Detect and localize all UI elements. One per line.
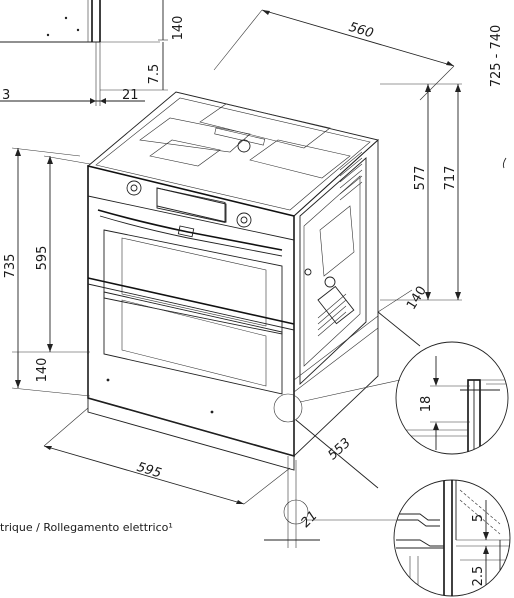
top-left-cabinet-detail <box>0 0 168 106</box>
dim-3-partial: 3 <box>2 88 10 103</box>
dim-735: 735 <box>3 254 18 279</box>
detail-circle-2 <box>393 479 511 597</box>
dim-5: 5 <box>471 514 486 522</box>
detail-marker-1 <box>273 393 303 423</box>
electrical-connection-note: trique / Rollegamento elettrico¹ <box>0 521 173 534</box>
dim-553: 553 <box>325 436 353 464</box>
dim-560-lines <box>213 9 455 101</box>
dim-725-740: 725 - 740 <box>489 25 504 88</box>
dim-2-5: 2.5 <box>471 566 486 587</box>
dim-140-top: 140 <box>171 16 186 41</box>
dim-577-717-lines <box>380 83 462 301</box>
detail-circle-1 <box>395 341 509 455</box>
dim-7-5: 7.5 <box>147 64 162 85</box>
dim-18: 18 <box>419 396 434 413</box>
dim-140-right: 140 <box>404 284 430 313</box>
dim-21-top: 21 <box>122 88 139 103</box>
detail-leader-1 <box>299 379 401 403</box>
dim-595-vertical: 595 <box>35 246 50 271</box>
detail-marker-2 <box>283 499 309 525</box>
dim-717: 717 <box>443 166 458 191</box>
dim-577: 577 <box>413 166 428 191</box>
dim-140-left: 140 <box>35 358 50 383</box>
dim-21-bottom: 21 <box>298 508 320 530</box>
dim-140-right-lines <box>377 289 421 347</box>
dim-560: 560 <box>347 20 375 42</box>
dim-bottom-lines <box>43 407 379 548</box>
right-edge-curve <box>502 157 507 169</box>
dim-595-bottom: 595 <box>135 460 163 482</box>
dim-left-lines <box>11 147 91 397</box>
oven-body <box>87 91 379 471</box>
